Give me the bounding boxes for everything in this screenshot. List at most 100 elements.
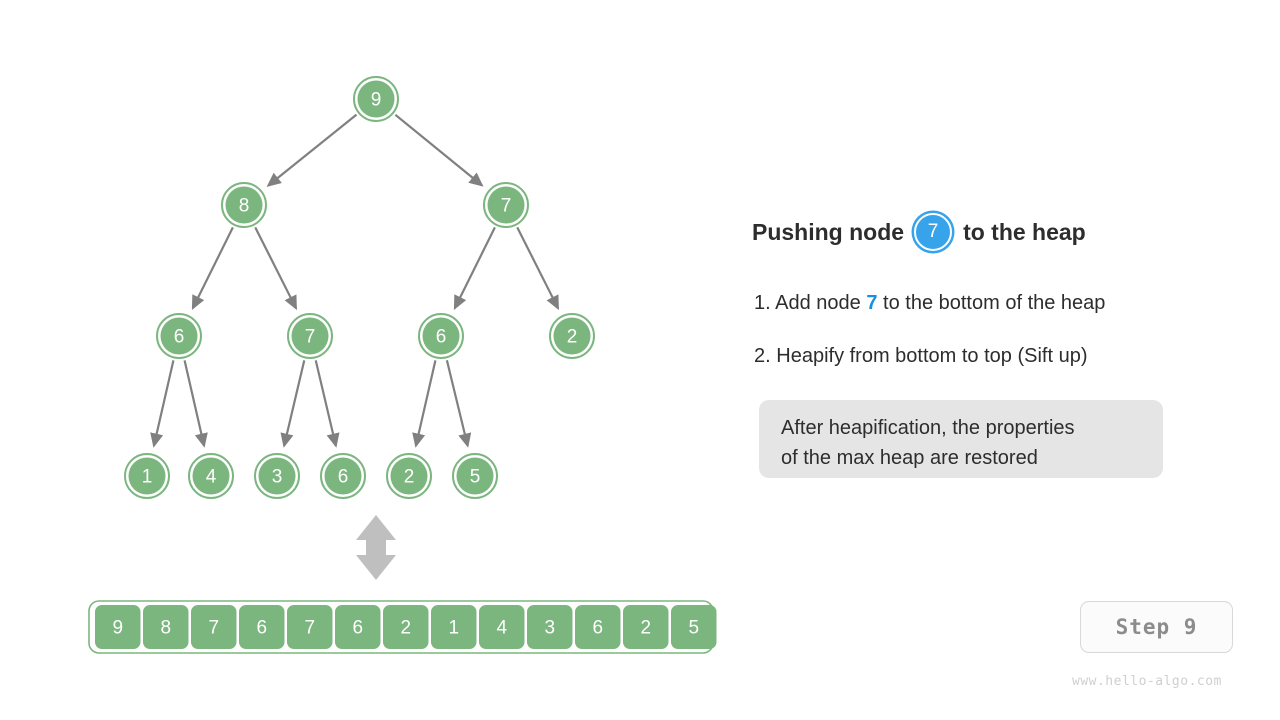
tree-node-value: 5 — [470, 467, 481, 488]
array-cell-value: 8 — [160, 618, 171, 639]
panel-title: Pushing node 7 to the heap — [752, 213, 1086, 251]
array-cell-value: 6 — [256, 618, 267, 639]
tree-node-ring — [452, 453, 498, 499]
tree-node-fill — [357, 80, 395, 118]
tree-node-fill — [192, 457, 230, 495]
tree-edge — [412, 360, 437, 448]
tree-node-value: 2 — [404, 467, 415, 488]
tree-edge — [191, 226, 234, 311]
tree-node-value: 1 — [142, 467, 153, 488]
tree-edge — [453, 226, 496, 311]
step-1-pre: Add node — [775, 292, 861, 314]
tree-node-ring — [254, 453, 300, 499]
instruction-step-2: 2. Heapify from bottom to top (Sift up) — [754, 345, 1088, 368]
array-cell-value: 9 — [112, 618, 123, 639]
array-cell-value: 1 — [448, 618, 459, 639]
tree-node-fill — [456, 457, 494, 495]
tree-edge — [183, 360, 208, 448]
array-cell — [383, 605, 429, 649]
updown-arrow-icon — [356, 515, 396, 580]
tree-node: 8 — [221, 182, 267, 228]
array-cell-value: 7 — [304, 618, 315, 639]
array-cell-value: 6 — [352, 618, 363, 639]
array-cell — [335, 605, 381, 649]
tree-edge — [150, 360, 175, 448]
tree-node: 6 — [320, 453, 366, 499]
tree-node-fill — [225, 186, 263, 224]
tree-node-value: 7 — [305, 327, 316, 348]
step-counter-label: Step 9 — [1115, 615, 1198, 639]
step-1-accent-value: 7 — [866, 292, 878, 314]
tree-edge — [314, 360, 340, 448]
tree-edge — [280, 360, 306, 448]
tree-node-value: 6 — [436, 327, 447, 348]
tree-node-fill — [390, 457, 428, 495]
tree-node-value: 3 — [272, 467, 283, 488]
tree-edge — [445, 360, 472, 448]
tree-edge — [254, 226, 298, 311]
note-line-1: After heapification, the properties — [781, 417, 1075, 439]
tree-edge — [516, 226, 560, 311]
tree-node-ring — [320, 453, 366, 499]
tree-node-ring — [221, 182, 267, 228]
array-cell — [431, 605, 477, 649]
tree-edges — [150, 113, 560, 448]
tree-node-fill — [258, 457, 296, 495]
array-cell — [95, 605, 141, 649]
tree-node: 1 — [124, 453, 170, 499]
tree-node-ring — [156, 313, 202, 359]
title-node-badge: 7 — [914, 213, 953, 251]
step-1-post: to the bottom of the heap — [883, 292, 1106, 314]
tree-node: 3 — [254, 453, 300, 499]
tree-node-fill — [553, 317, 591, 355]
array-cell-value: 4 — [496, 618, 507, 639]
array-cell — [527, 605, 573, 649]
array-cell-value: 2 — [640, 618, 651, 639]
instruction-step-1: 1. Add node 7 to the bottom of the heap — [754, 292, 1105, 315]
tree-node: 6 — [418, 313, 464, 359]
array-cell — [575, 605, 621, 649]
title-prefix: Pushing node — [752, 218, 905, 245]
array-cell — [287, 605, 333, 649]
array-cell — [239, 605, 285, 649]
tree-node-fill — [128, 457, 166, 495]
tree-node-ring — [549, 313, 595, 359]
tree-node-fill — [160, 317, 198, 355]
tree-node-value: 6 — [174, 327, 185, 348]
array-cell-value: 3 — [544, 618, 555, 639]
array-cell — [671, 605, 717, 649]
tree-node-fill — [422, 317, 460, 355]
step-2-number: 2. — [754, 345, 771, 367]
tree-node-ring — [353, 76, 399, 122]
tree-node-value: 2 — [567, 327, 578, 348]
array-cell-value: 7 — [208, 618, 219, 639]
array-cell — [623, 605, 669, 649]
array-cell-value: 5 — [688, 618, 699, 639]
tree-node: 7 — [483, 182, 529, 228]
tree-node-ring — [287, 313, 333, 359]
step-counter-badge: Step 9 — [1080, 601, 1233, 653]
tree-edge — [394, 113, 484, 187]
tree-node-ring — [386, 453, 432, 499]
tree-node: 7 — [287, 313, 333, 359]
tree-node: 4 — [188, 453, 234, 499]
tree-node: 2 — [386, 453, 432, 499]
tree-node: 5 — [452, 453, 498, 499]
tree-node-ring — [124, 453, 170, 499]
array-cell — [479, 605, 525, 649]
tree-node-ring — [418, 313, 464, 359]
tree-edge — [266, 113, 358, 187]
tree-node-ring — [188, 453, 234, 499]
tree-node-fill — [291, 317, 329, 355]
array-cell-value: 2 — [400, 618, 411, 639]
tree-node: 2 — [549, 313, 595, 359]
watermark-text: www.hello-algo.com — [1072, 674, 1222, 689]
tree-node-fill — [487, 186, 525, 224]
step-1-number: 1. — [754, 292, 771, 314]
tree-node-value: 4 — [206, 467, 217, 488]
note-line-2: of the max heap are restored — [781, 447, 1038, 469]
title-suffix: to the heap — [963, 218, 1086, 245]
note-callout: After heapification, the properties of t… — [759, 400, 1163, 478]
